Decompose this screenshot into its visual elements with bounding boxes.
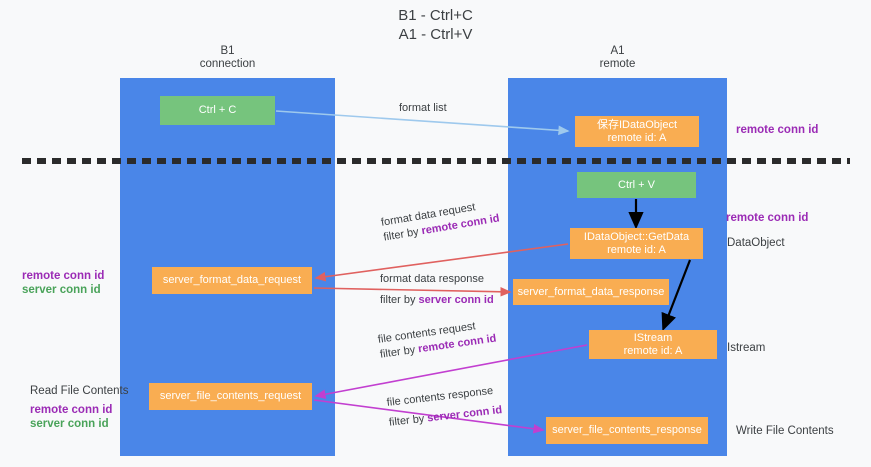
annotation-left-bottom: Read File Contents remote conn id server… — [30, 384, 128, 431]
node-server-format-data-request[interactable]: server_format_data_request — [152, 267, 312, 294]
filter-key: server conn id — [426, 403, 503, 425]
filter-prefix: filter by — [379, 343, 420, 361]
annotation-left-mid-remote: remote conn id — [22, 270, 105, 282]
edge-label-format-list: format list — [399, 101, 447, 116]
filter-key: server conn id — [418, 294, 494, 306]
edge-label-format-data-response-text: format data response — [380, 273, 484, 285]
filter-prefix: filter by — [388, 412, 429, 429]
node-server-format-data-response[interactable]: server_format_data_response — [513, 279, 669, 305]
annotation-write-file-contents: Write File Contents — [736, 425, 834, 437]
annotation-left-mid-server: server conn id — [22, 284, 101, 296]
node-server-file-contents-request[interactable]: server_file_contents_request — [149, 383, 312, 410]
filter-prefix: filter by — [380, 294, 419, 306]
section-divider — [22, 158, 850, 164]
column-header-b1: B1 connection — [199, 45, 256, 70]
node-ctrl-v[interactable]: Ctrl + V — [577, 172, 696, 198]
node-idataobject[interactable]: 保存IDataObject remote id: A — [575, 116, 699, 147]
column-header-a1: A1 remote — [599, 45, 636, 70]
node-idataobject-getdata[interactable]: IDataObject::GetData remote id: A — [570, 228, 703, 259]
annotation-remote-conn-id-mid: remote conn id — [726, 212, 809, 224]
edge-label-file-contents-request: file contents request filter by remote c… — [377, 317, 497, 363]
annotation-istream: Istream — [727, 342, 766, 354]
annotation-dataobject: DataObject — [727, 237, 785, 249]
annotation-remote-conn-id-top: remote conn id — [736, 124, 819, 136]
edge-label-format-data-request: format data request filter by remote con… — [380, 197, 501, 246]
node-istream[interactable]: IStream remote id: A — [589, 330, 717, 359]
edge-label-format-data-response: format data response filter by server co… — [380, 272, 494, 308]
edge-label-file-contents-response: file contents response filter by server … — [386, 383, 503, 431]
annotation-left-bottom-server: server conn id — [30, 418, 109, 430]
annotation-left-bottom-remote: remote conn id — [30, 404, 113, 416]
annotation-read-file-contents: Read File Contents — [30, 385, 129, 397]
node-server-file-contents-response[interactable]: server_file_contents_response — [546, 417, 708, 444]
page-title: B1 - Ctrl+C A1 - Ctrl+V — [398, 7, 473, 43]
node-ctrl-c[interactable]: Ctrl + C — [160, 96, 275, 125]
edge-label-format-list-text: format list — [399, 102, 447, 114]
annotation-left-mid: remote conn id server conn id — [22, 269, 104, 297]
edge-label-format-data-response-filter: filter by server conn id — [380, 293, 494, 308]
